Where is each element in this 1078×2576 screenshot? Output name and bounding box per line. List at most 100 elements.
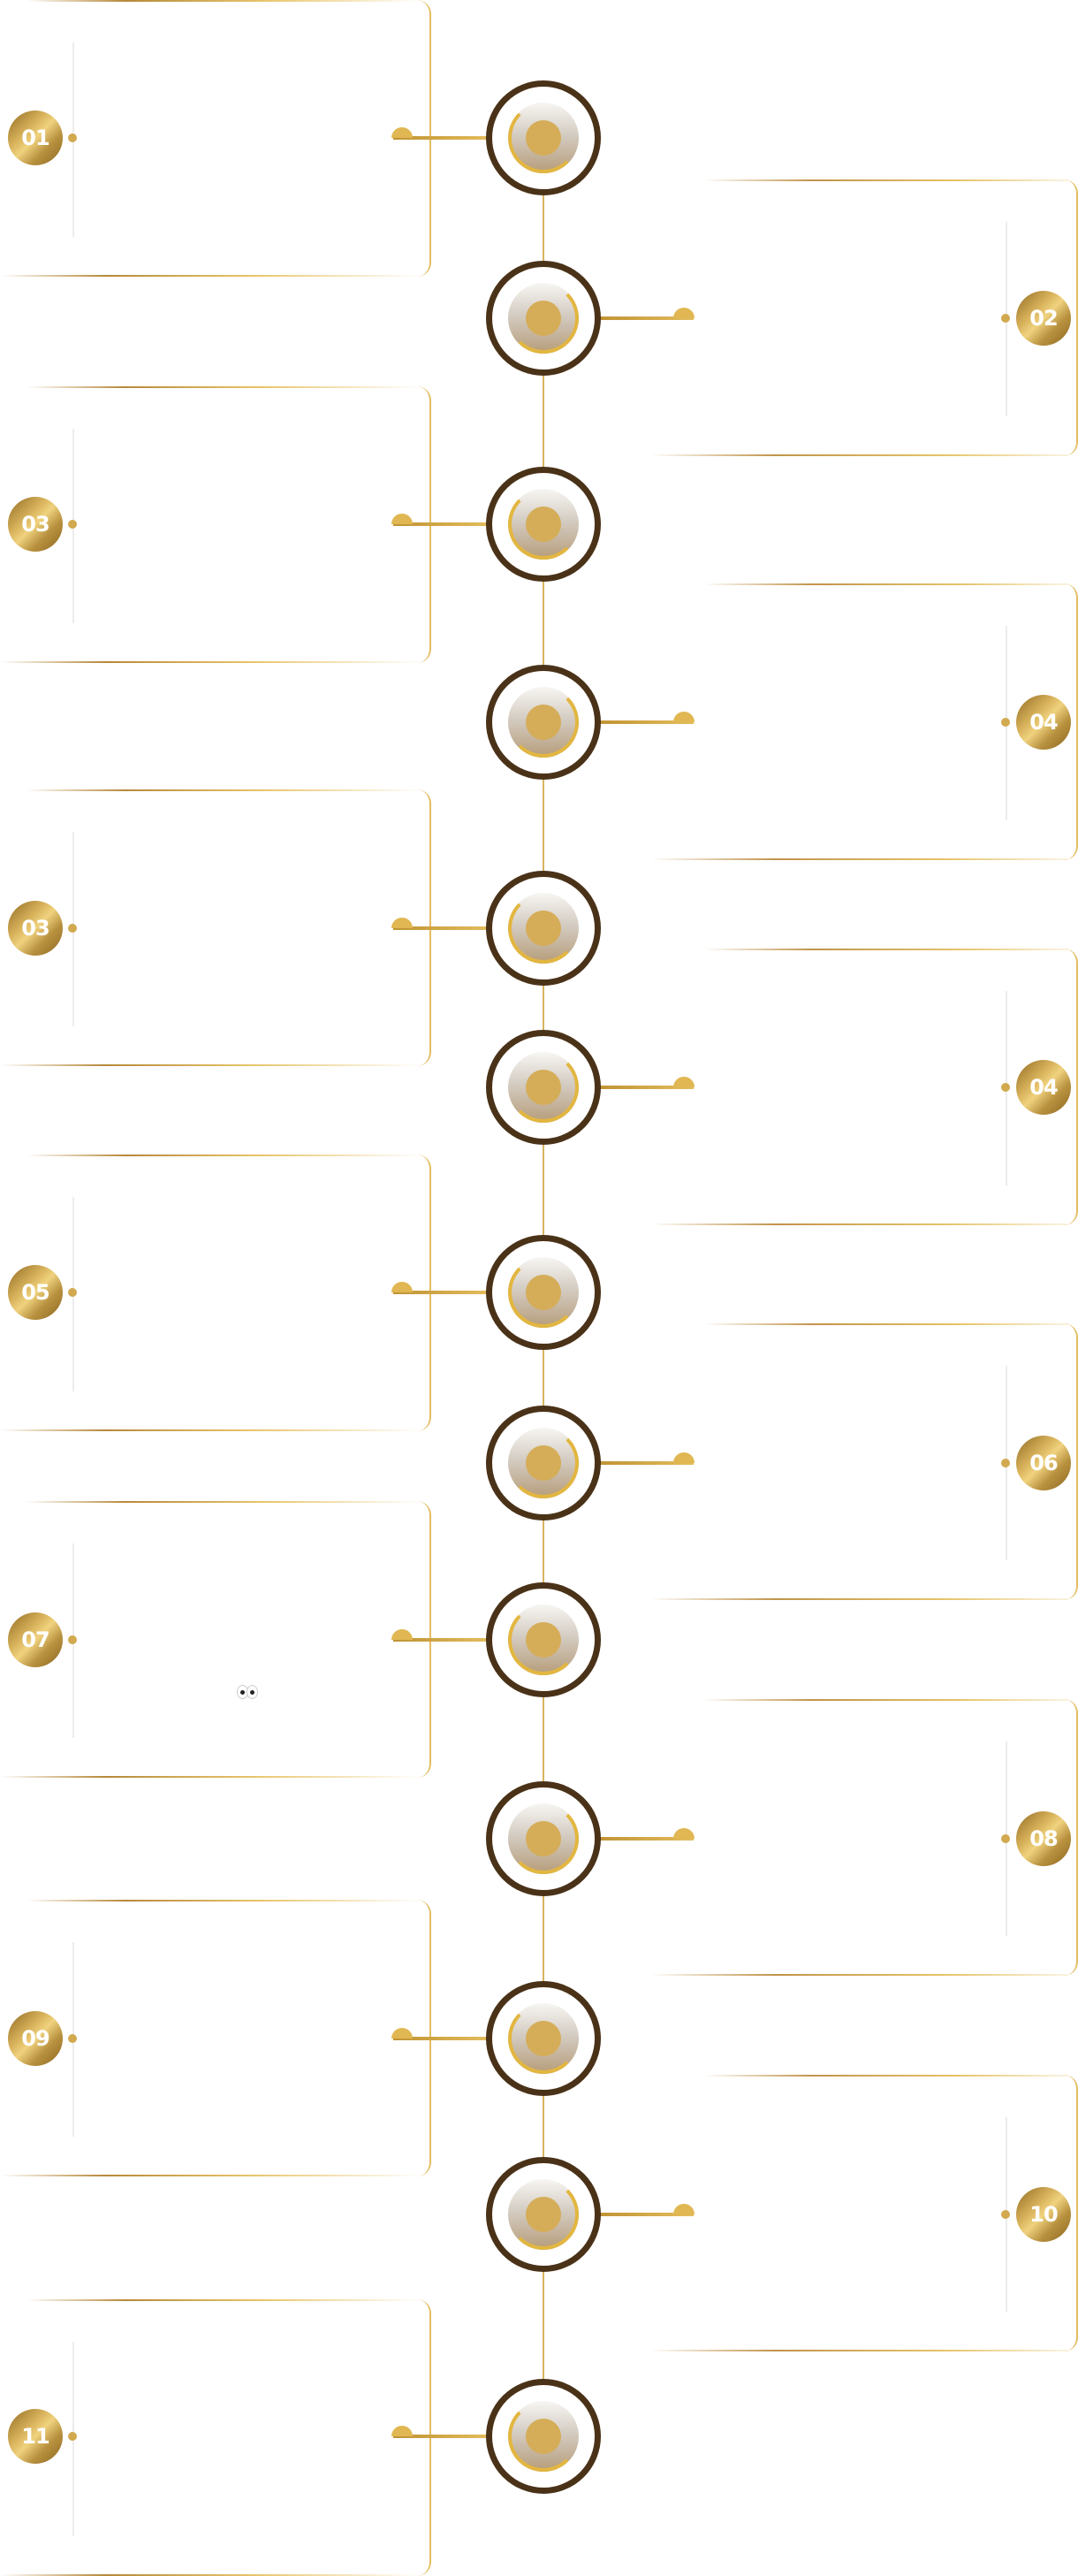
node-core <box>526 1275 561 1310</box>
eye-right <box>247 1685 258 1699</box>
connector-line <box>393 1638 490 1642</box>
connector-cap <box>391 2426 413 2436</box>
card-accent-dot <box>1001 1083 1010 1092</box>
card-accent-dot <box>68 2432 77 2441</box>
card-bottom-border <box>650 2350 1067 2351</box>
card-top-border <box>27 1155 421 1156</box>
eyes-icon <box>237 1685 258 1699</box>
node-outer-ring <box>486 1781 601 1896</box>
connector-line <box>596 720 694 724</box>
step-card <box>650 583 1078 860</box>
step-number-badge: 04 <box>1016 1060 1071 1115</box>
card-accent-dot <box>1001 1834 1010 1843</box>
connector-line <box>596 2213 694 2216</box>
node-gold-arc <box>508 893 579 964</box>
card-top-border <box>703 2075 1067 2077</box>
node-gold-arc <box>508 2401 579 2472</box>
node-gold-arc <box>508 1604 579 1675</box>
node-gold-arc <box>508 1052 579 1123</box>
node-gold-arc <box>508 489 579 560</box>
timeline-node <box>486 871 601 986</box>
connector-line <box>393 926 490 930</box>
card-top-border <box>703 1323 1067 1325</box>
card-accent-dot <box>1001 1459 1010 1467</box>
node-gold-arc <box>508 103 579 173</box>
timeline-node <box>486 1406 601 1520</box>
connector-cap <box>673 2204 695 2214</box>
connector-cap <box>391 514 413 524</box>
connector-cap <box>391 1629 413 1640</box>
card-accent-dot <box>1001 314 1010 323</box>
timeline-node <box>486 1582 601 1697</box>
step-card <box>650 1323 1078 1600</box>
step-number-badge: 10 <box>1016 2187 1071 2242</box>
card-top-border <box>27 1501 421 1503</box>
connector-line <box>393 2037 490 2040</box>
card-accent-dot <box>68 520 77 529</box>
node-gold-arc <box>508 2179 579 2250</box>
connector-cap <box>391 127 413 138</box>
step-card <box>0 789 431 1066</box>
card-top-border <box>27 1900 421 1902</box>
timeline-node <box>486 467 601 582</box>
connector-cap <box>673 308 695 318</box>
card-bottom-border <box>650 858 1067 860</box>
timeline-node <box>486 2379 601 2494</box>
step-number-badge: 03 <box>8 901 63 956</box>
node-core <box>526 507 561 542</box>
card-top-border <box>27 0 421 2</box>
node-gold-arc <box>508 687 579 758</box>
node-gold-arc <box>508 1803 579 1874</box>
node-core <box>526 2419 561 2454</box>
card-bottom-border <box>650 454 1067 456</box>
step-number-badge: 03 <box>8 497 63 552</box>
node-core <box>526 1445 561 1481</box>
step-card <box>0 0 431 277</box>
card-bottom-border <box>0 661 421 663</box>
step-card <box>0 1155 431 1431</box>
step-card <box>0 1501 431 1778</box>
card-accent-dot <box>1001 2210 1010 2219</box>
connector-cap <box>673 1452 695 1463</box>
timeline-node <box>486 80 601 195</box>
card-accent-dot <box>68 924 77 933</box>
pupil-right <box>250 1690 254 1695</box>
step-number-badge: 06 <box>1016 1436 1071 1490</box>
node-outer-ring <box>486 665 601 780</box>
node-outer-ring <box>486 1030 601 1145</box>
connector-line <box>596 1086 694 1089</box>
node-core <box>526 120 561 156</box>
timeline-node <box>486 1781 601 1896</box>
connector-cap <box>673 1077 695 1087</box>
connector-cap <box>391 2028 413 2039</box>
node-core <box>526 1070 561 1105</box>
step-number-badge: 02 <box>1016 291 1071 346</box>
node-core <box>526 301 561 336</box>
card-top-border <box>703 949 1067 950</box>
card-bottom-border <box>0 2175 421 2176</box>
timeline-node <box>486 2157 601 2272</box>
connector-line <box>393 2435 490 2438</box>
step-number-badge: 07 <box>8 1612 63 1667</box>
card-bottom-border <box>650 1223 1067 1225</box>
step-number-badge: 11 <box>8 2409 63 2464</box>
card-bottom-border <box>650 1974 1067 1976</box>
connector-line <box>596 1837 694 1841</box>
step-card <box>0 386 431 663</box>
card-bottom-border <box>0 1429 421 1431</box>
timeline-node <box>486 665 601 780</box>
step-number-badge: 01 <box>8 111 63 165</box>
step-card <box>650 949 1078 1225</box>
node-core <box>526 1821 561 1856</box>
node-outer-ring <box>486 2157 601 2272</box>
card-bottom-border <box>0 1776 421 1778</box>
step-number-badge: 08 <box>1016 1811 1071 1866</box>
card-top-border <box>703 179 1067 181</box>
connector-line <box>393 1291 490 1294</box>
pupil-left <box>240 1690 245 1695</box>
step-number-badge: 09 <box>8 2011 63 2066</box>
step-card <box>0 1900 431 2176</box>
timeline-node <box>486 261 601 376</box>
node-gold-arc <box>508 283 579 354</box>
